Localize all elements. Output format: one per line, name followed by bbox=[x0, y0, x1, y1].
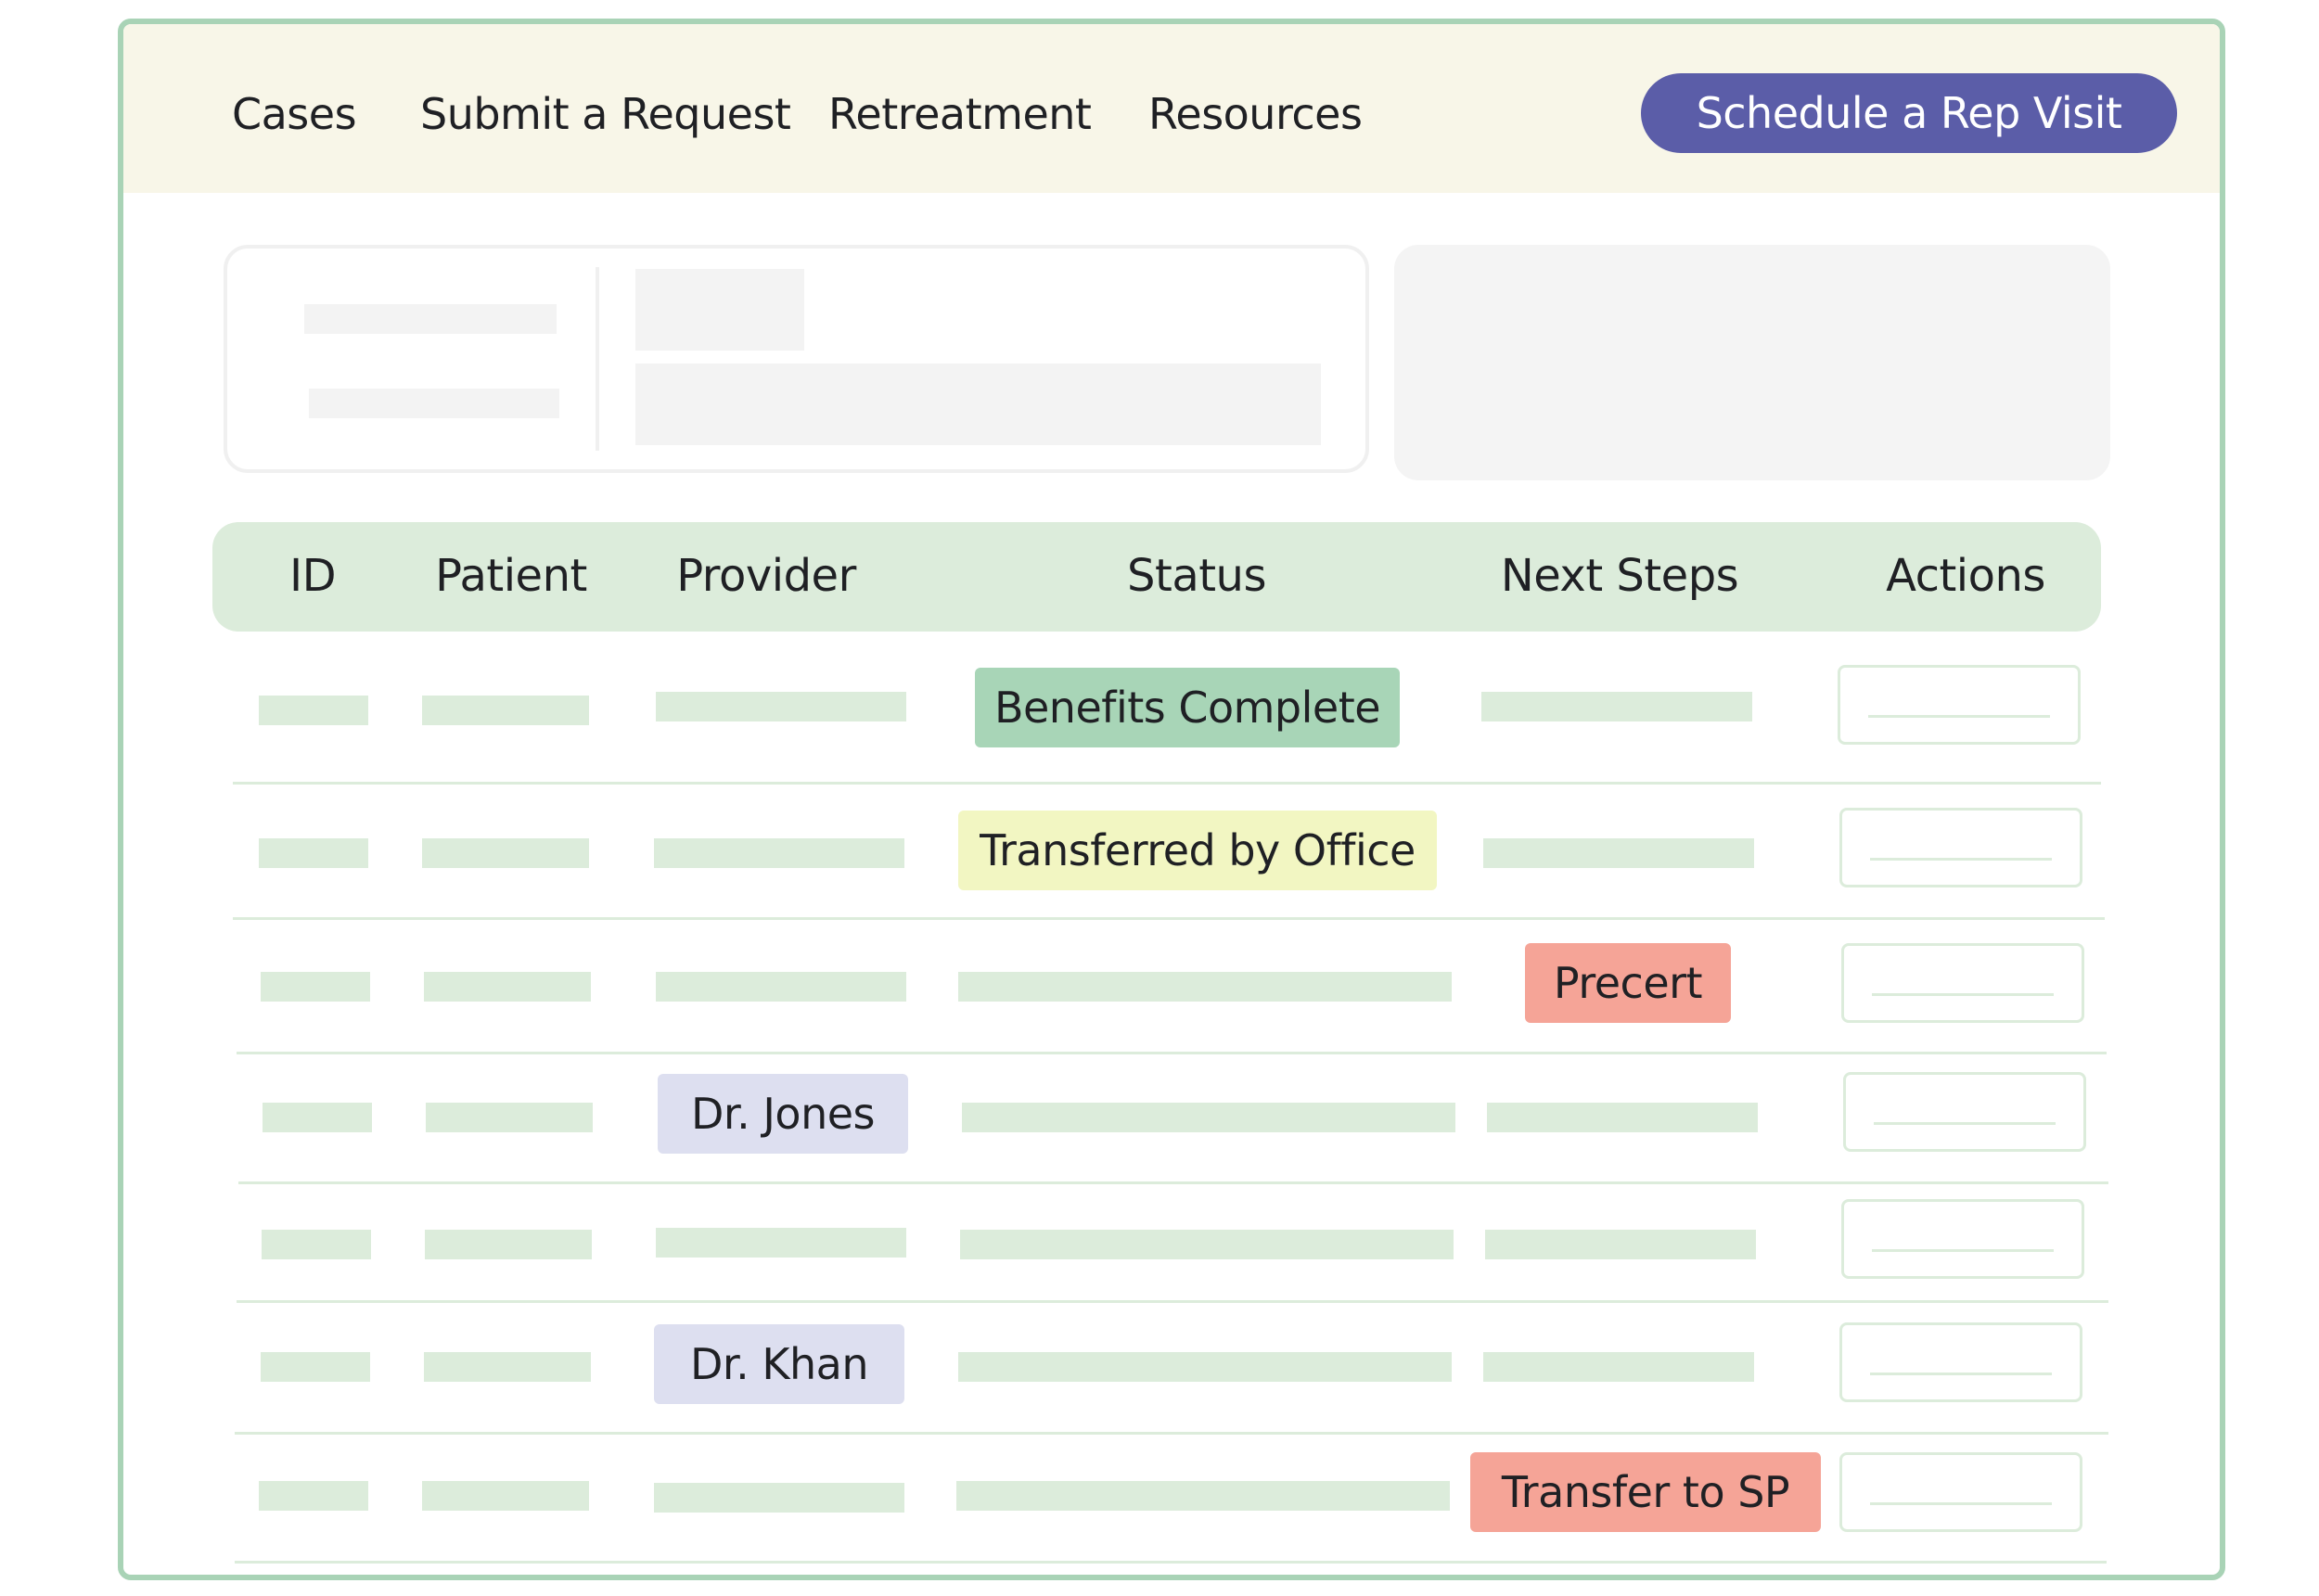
next-steps-placeholder bbox=[1487, 1103, 1758, 1132]
status-placeholder bbox=[958, 972, 1452, 1002]
row-action-button[interactable] bbox=[1839, 808, 2082, 887]
nav-link-retreatment[interactable]: Retreatment bbox=[828, 89, 1092, 139]
patient-placeholder bbox=[422, 696, 589, 725]
provider-placeholder bbox=[654, 1483, 904, 1513]
column-header-patient[interactable]: Patient bbox=[435, 550, 587, 602]
row-divider bbox=[237, 1300, 2108, 1303]
provider-tag[interactable]: Dr. Khan bbox=[654, 1324, 904, 1404]
status-placeholder bbox=[958, 1352, 1452, 1382]
provider-placeholder bbox=[656, 972, 906, 1002]
status-placeholder bbox=[960, 1230, 1454, 1259]
patient-placeholder bbox=[424, 1352, 591, 1382]
row-divider bbox=[233, 782, 2101, 785]
status-placeholder bbox=[956, 1481, 1450, 1511]
id-placeholder bbox=[261, 1352, 370, 1382]
row-divider bbox=[238, 1181, 2108, 1184]
summary-card-placeholder bbox=[224, 245, 1369, 473]
next-steps-placeholder bbox=[1483, 838, 1754, 868]
status-badge: Transferred by Office bbox=[958, 811, 1437, 890]
schedule-rep-visit-button[interactable]: Schedule a Rep Visit bbox=[1641, 73, 2177, 153]
id-placeholder bbox=[259, 696, 368, 725]
row-action-button[interactable] bbox=[1839, 1452, 2082, 1532]
row-action-button[interactable] bbox=[1838, 665, 2081, 745]
row-action-button[interactable] bbox=[1841, 943, 2084, 1023]
skeleton-block bbox=[635, 269, 804, 351]
column-header-id[interactable]: ID bbox=[288, 550, 337, 602]
card-divider bbox=[596, 267, 599, 451]
skeleton-line bbox=[304, 304, 557, 334]
skeleton-block bbox=[635, 364, 1321, 445]
row-divider bbox=[237, 1052, 2107, 1054]
next-steps-placeholder bbox=[1483, 1352, 1754, 1382]
id-placeholder bbox=[259, 1481, 368, 1511]
next-steps-placeholder bbox=[1481, 692, 1752, 721]
patient-placeholder bbox=[425, 1230, 592, 1259]
row-divider bbox=[235, 1432, 2108, 1435]
patient-placeholder bbox=[422, 1481, 589, 1511]
skeleton-line bbox=[309, 389, 559, 418]
provider-placeholder bbox=[654, 838, 904, 868]
nav-link-submit-request[interactable]: Submit a Request bbox=[420, 89, 791, 139]
next-step-badge: Precert bbox=[1525, 943, 1731, 1023]
column-header-status[interactable]: Status bbox=[1127, 550, 1266, 602]
provider-placeholder bbox=[656, 1228, 906, 1258]
row-divider bbox=[233, 917, 2105, 920]
row-action-button[interactable] bbox=[1839, 1322, 2082, 1402]
row-action-button[interactable] bbox=[1841, 1199, 2084, 1279]
status-placeholder bbox=[962, 1103, 1455, 1132]
next-step-badge: Transfer to SP bbox=[1470, 1452, 1821, 1532]
column-header-provider[interactable]: Provider bbox=[676, 550, 856, 602]
top-navigation: Cases Submit a Request Retreatment Resou… bbox=[123, 24, 2220, 193]
patient-placeholder bbox=[422, 838, 589, 868]
provider-tag[interactable]: Dr. Jones bbox=[658, 1074, 908, 1154]
nav-link-resources[interactable]: Resources bbox=[1148, 89, 1363, 139]
status-badge: Benefits Complete bbox=[975, 668, 1400, 747]
id-placeholder bbox=[261, 972, 370, 1002]
next-steps-placeholder bbox=[1485, 1230, 1756, 1259]
column-header-next-steps[interactable]: Next Steps bbox=[1500, 550, 1739, 602]
info-panel-placeholder bbox=[1394, 245, 2110, 480]
patient-placeholder bbox=[426, 1103, 593, 1132]
id-placeholder bbox=[259, 838, 368, 868]
row-divider bbox=[235, 1561, 2107, 1564]
app-window: Cases Submit a Request Retreatment Resou… bbox=[118, 19, 2225, 1580]
provider-placeholder bbox=[656, 692, 906, 721]
row-action-button[interactable] bbox=[1843, 1072, 2086, 1152]
patient-placeholder bbox=[424, 972, 591, 1002]
id-placeholder bbox=[262, 1230, 371, 1259]
id-placeholder bbox=[263, 1103, 372, 1132]
table-header: ID Patient Provider Status Next Steps Ac… bbox=[212, 522, 2101, 632]
column-header-actions[interactable]: Actions bbox=[1886, 550, 2045, 602]
nav-link-cases[interactable]: Cases bbox=[232, 89, 357, 139]
